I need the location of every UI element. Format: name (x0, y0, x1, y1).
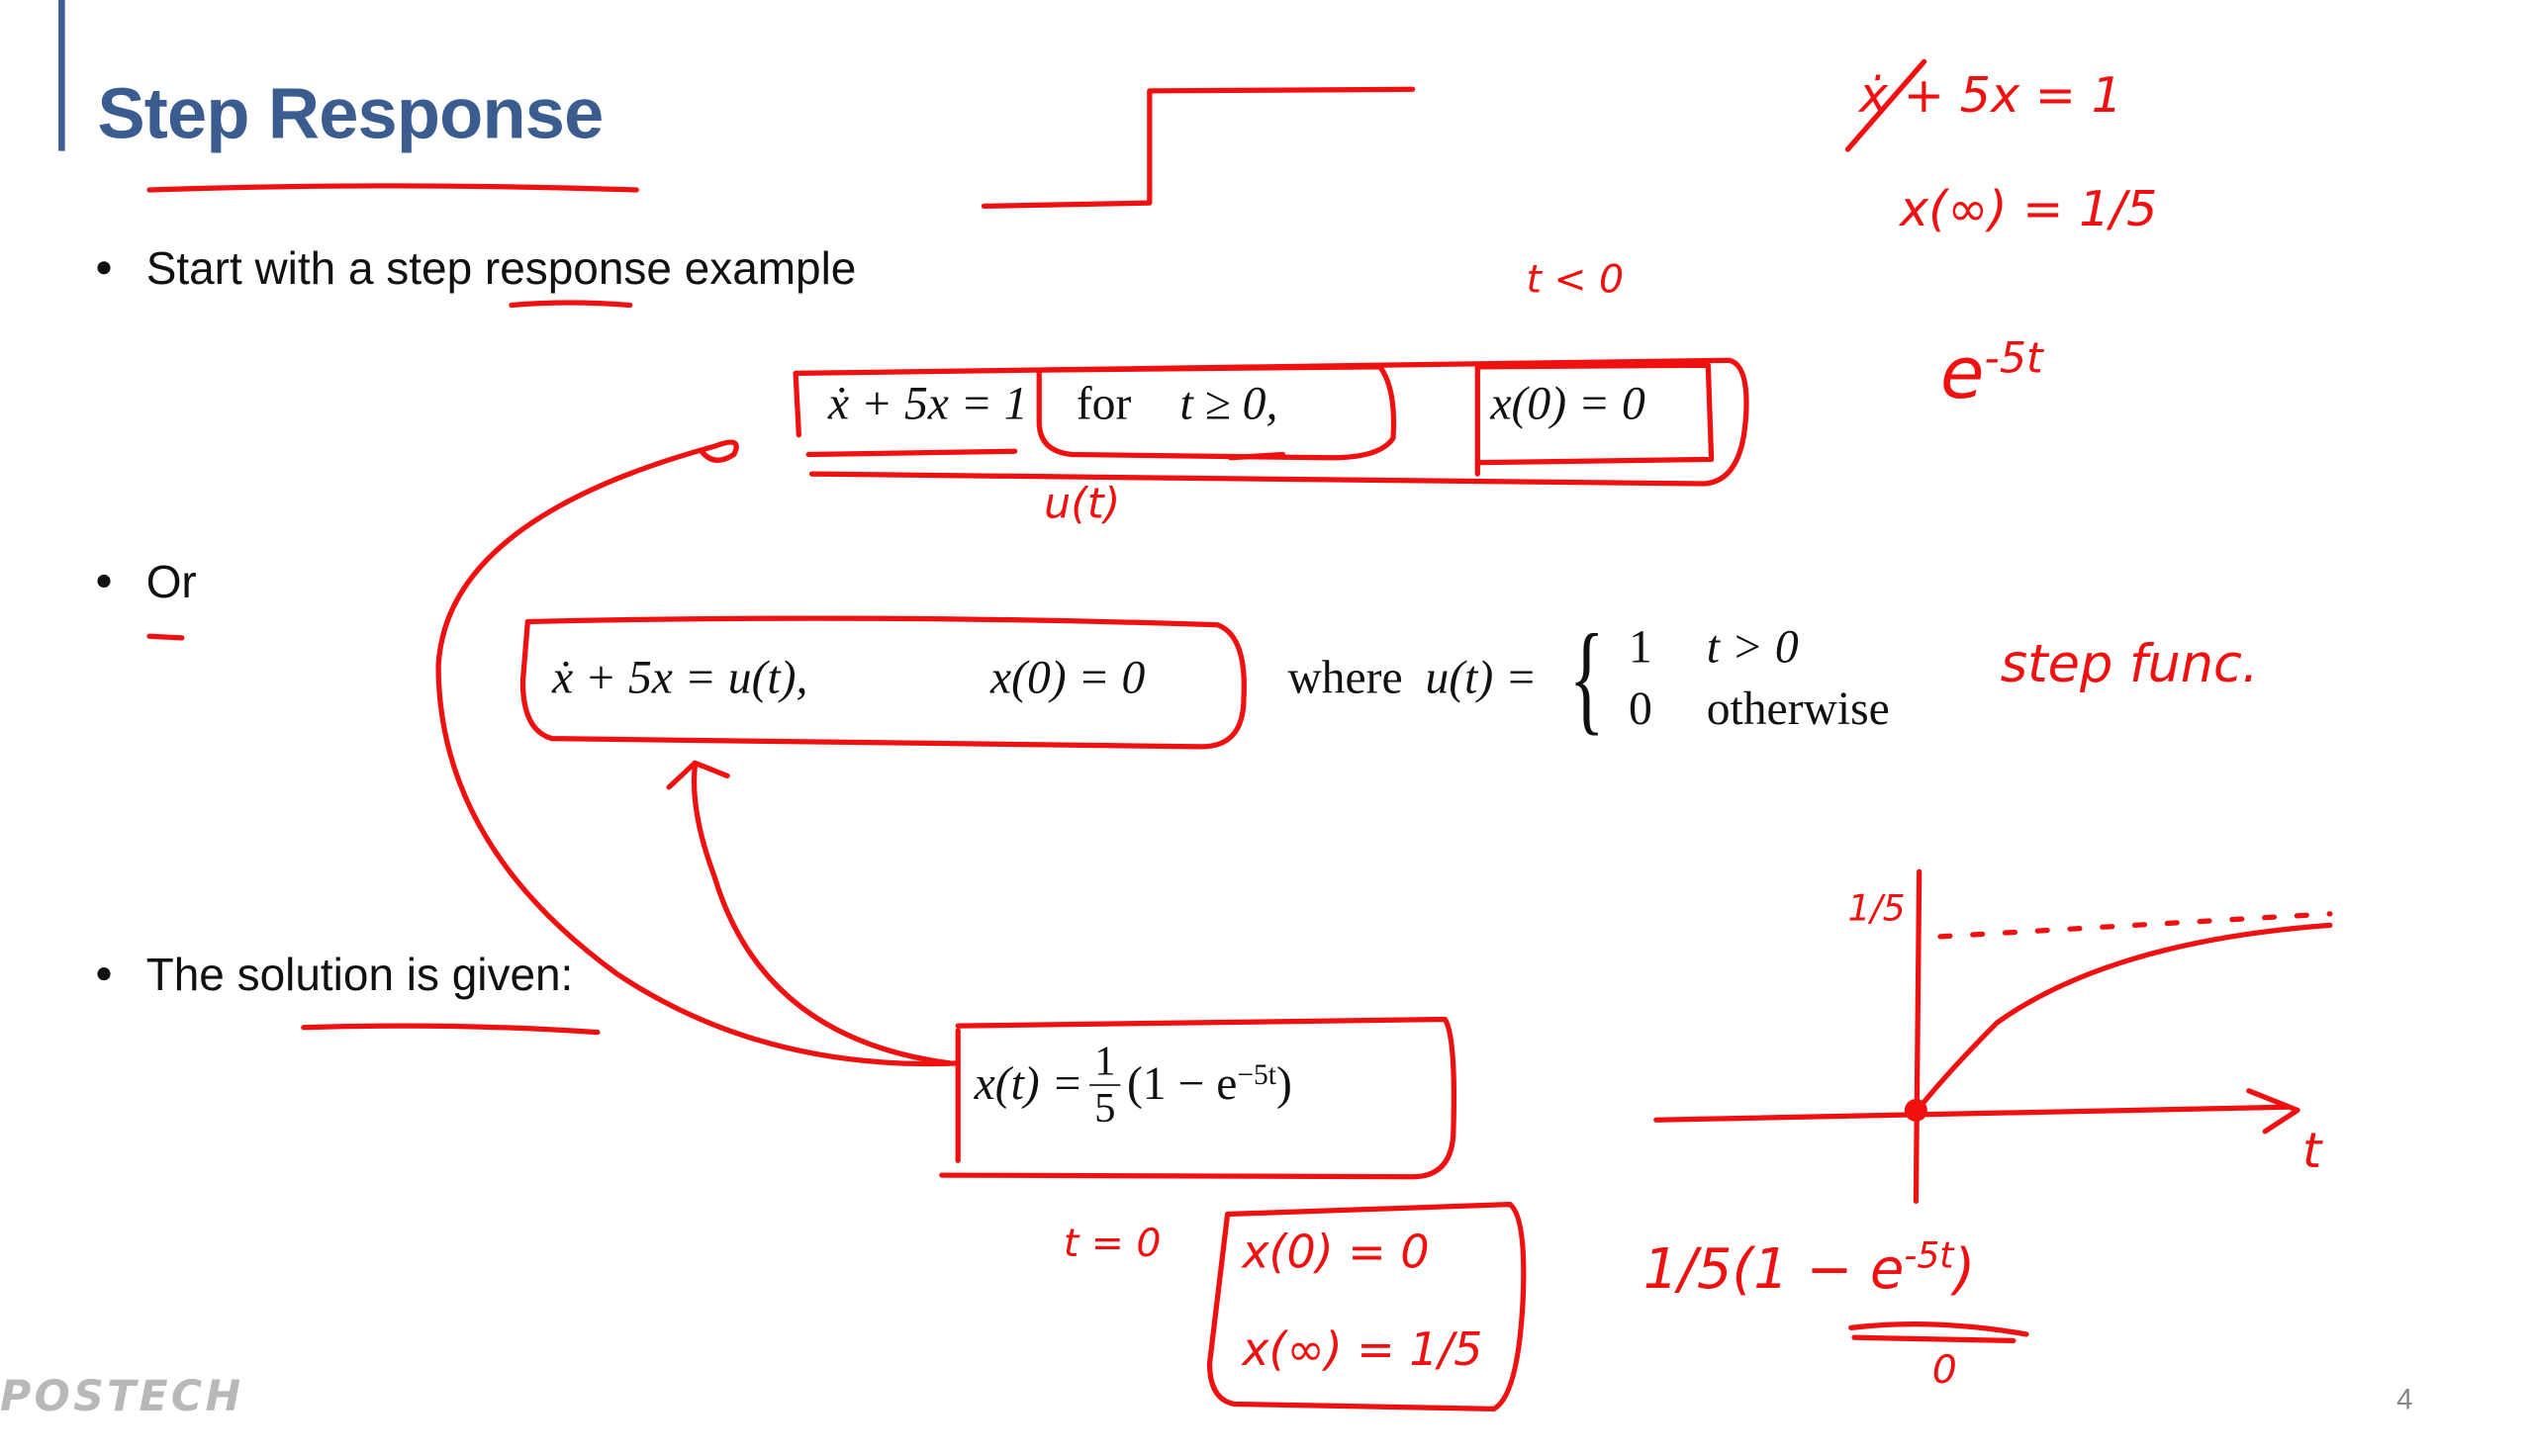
sol-exponent: −5t (1237, 1057, 1277, 1091)
eq1-lhs: ẋ + 5x = 1 (827, 378, 1028, 430)
bullet-text: Or (145, 556, 197, 607)
graph-x-axis (1653, 1088, 2300, 1135)
lhs-underline (805, 448, 1018, 458)
brace: { (1567, 610, 1604, 747)
case-condition: t > 0 (1706, 621, 1799, 675)
case-row: 0 otherwise (1629, 679, 1890, 740)
bullet-dot (97, 574, 111, 588)
case-value: 1 (1628, 621, 1652, 675)
eq2-initial-condition: x(0) = 0 (990, 653, 1145, 706)
slide-title: Step Response (97, 74, 604, 154)
title-underline (146, 183, 639, 193)
sol-close: ) (1276, 1057, 1292, 1111)
bullet-step-example: Start with a step response example (97, 243, 856, 296)
graph-y-axis (1913, 868, 1923, 1204)
title-accent-bar (58, 0, 65, 151)
solution-underline (301, 1023, 601, 1036)
case-value: 0 (1628, 682, 1652, 736)
note-x-infinity-box: x(∞) = 1/5 (1242, 1322, 1483, 1377)
where-text: where (1287, 651, 1403, 704)
note-solution-expression: 1/5(1 − e-5t) (1643, 1236, 1976, 1302)
note-exponential: e-5t (1940, 332, 2043, 415)
case-row: 1 t > 0 (1629, 617, 1890, 679)
expr-underline (1848, 1321, 2029, 1344)
bullet-text: Start with a step response example (145, 243, 857, 295)
note-x-infinity: x(∞) = 1/5 (1899, 181, 2158, 239)
eq2-ic-text: x(0) = 0 (990, 652, 1146, 705)
eq1-for: for (1076, 378, 1132, 430)
note-u-of-t: u(t) (1044, 480, 1121, 529)
or-underline (146, 633, 185, 641)
graph-response-curve (1913, 922, 2333, 1115)
u-of-t: u(t) = (1425, 651, 1538, 704)
note-x-zero: x(0) = 0 (1242, 1225, 1430, 1280)
note-t-less-0: t < 0 (1526, 256, 1625, 303)
note-t-equals-0: t = 0 (1063, 1221, 1162, 1266)
bullet-or: Or (97, 556, 197, 609)
eq1-initial-condition: x(0) = 0 (1490, 378, 1644, 431)
bullet-dot (97, 966, 111, 980)
graph-asymptote (1937, 911, 2333, 940)
sol-lhs: x(t) = (974, 1057, 1083, 1111)
response-underline (509, 300, 633, 309)
numerator: 1 (1089, 1038, 1121, 1086)
equation-step-ode: ẋ + 5x = 1 for t ≥ 0, (828, 378, 1277, 431)
exp-power: -5t (1984, 334, 2043, 384)
expr-power: -5t (1904, 1236, 1954, 1278)
graph-origin-dot (1904, 1098, 1927, 1122)
cond-underline (1228, 451, 1286, 461)
postech-logo: POSTECH (0, 1373, 244, 1422)
page-number: 4 (2396, 1383, 2413, 1415)
note-ode: ẋ + 5x = 1 (1858, 67, 2122, 126)
denominator: 5 (1094, 1084, 1116, 1132)
eq1-condition: t ≥ 0, (1179, 378, 1278, 430)
note-expr-zero: 0 (1931, 1347, 1957, 1393)
graph-level-label: 1/5 (1847, 889, 1906, 931)
eq2-lhs: ẋ + 5x = u(t), (551, 652, 808, 705)
eq1-ic-text: x(0) = 0 (1490, 378, 1645, 430)
expr-close: ) (1953, 1236, 1976, 1303)
bullet-text: The solution is given: (145, 949, 574, 1000)
bullet-dot (97, 260, 111, 274)
note-step-func: step func. (2000, 632, 2259, 695)
exp-base: e (1939, 332, 1985, 416)
equation-ut-ode: ẋ + 5x = u(t), (552, 653, 807, 706)
expr-main: 1/5(1 − e (1642, 1236, 1905, 1303)
sol-paren: (1 − e (1126, 1057, 1238, 1111)
step-sketch (981, 86, 1416, 210)
bullet-solution: The solution is given: (97, 950, 573, 1002)
case-condition: otherwise (1706, 682, 1890, 736)
graph-axis-label: t (2301, 1123, 2322, 1181)
arrow-to-eq2 (666, 760, 953, 1066)
